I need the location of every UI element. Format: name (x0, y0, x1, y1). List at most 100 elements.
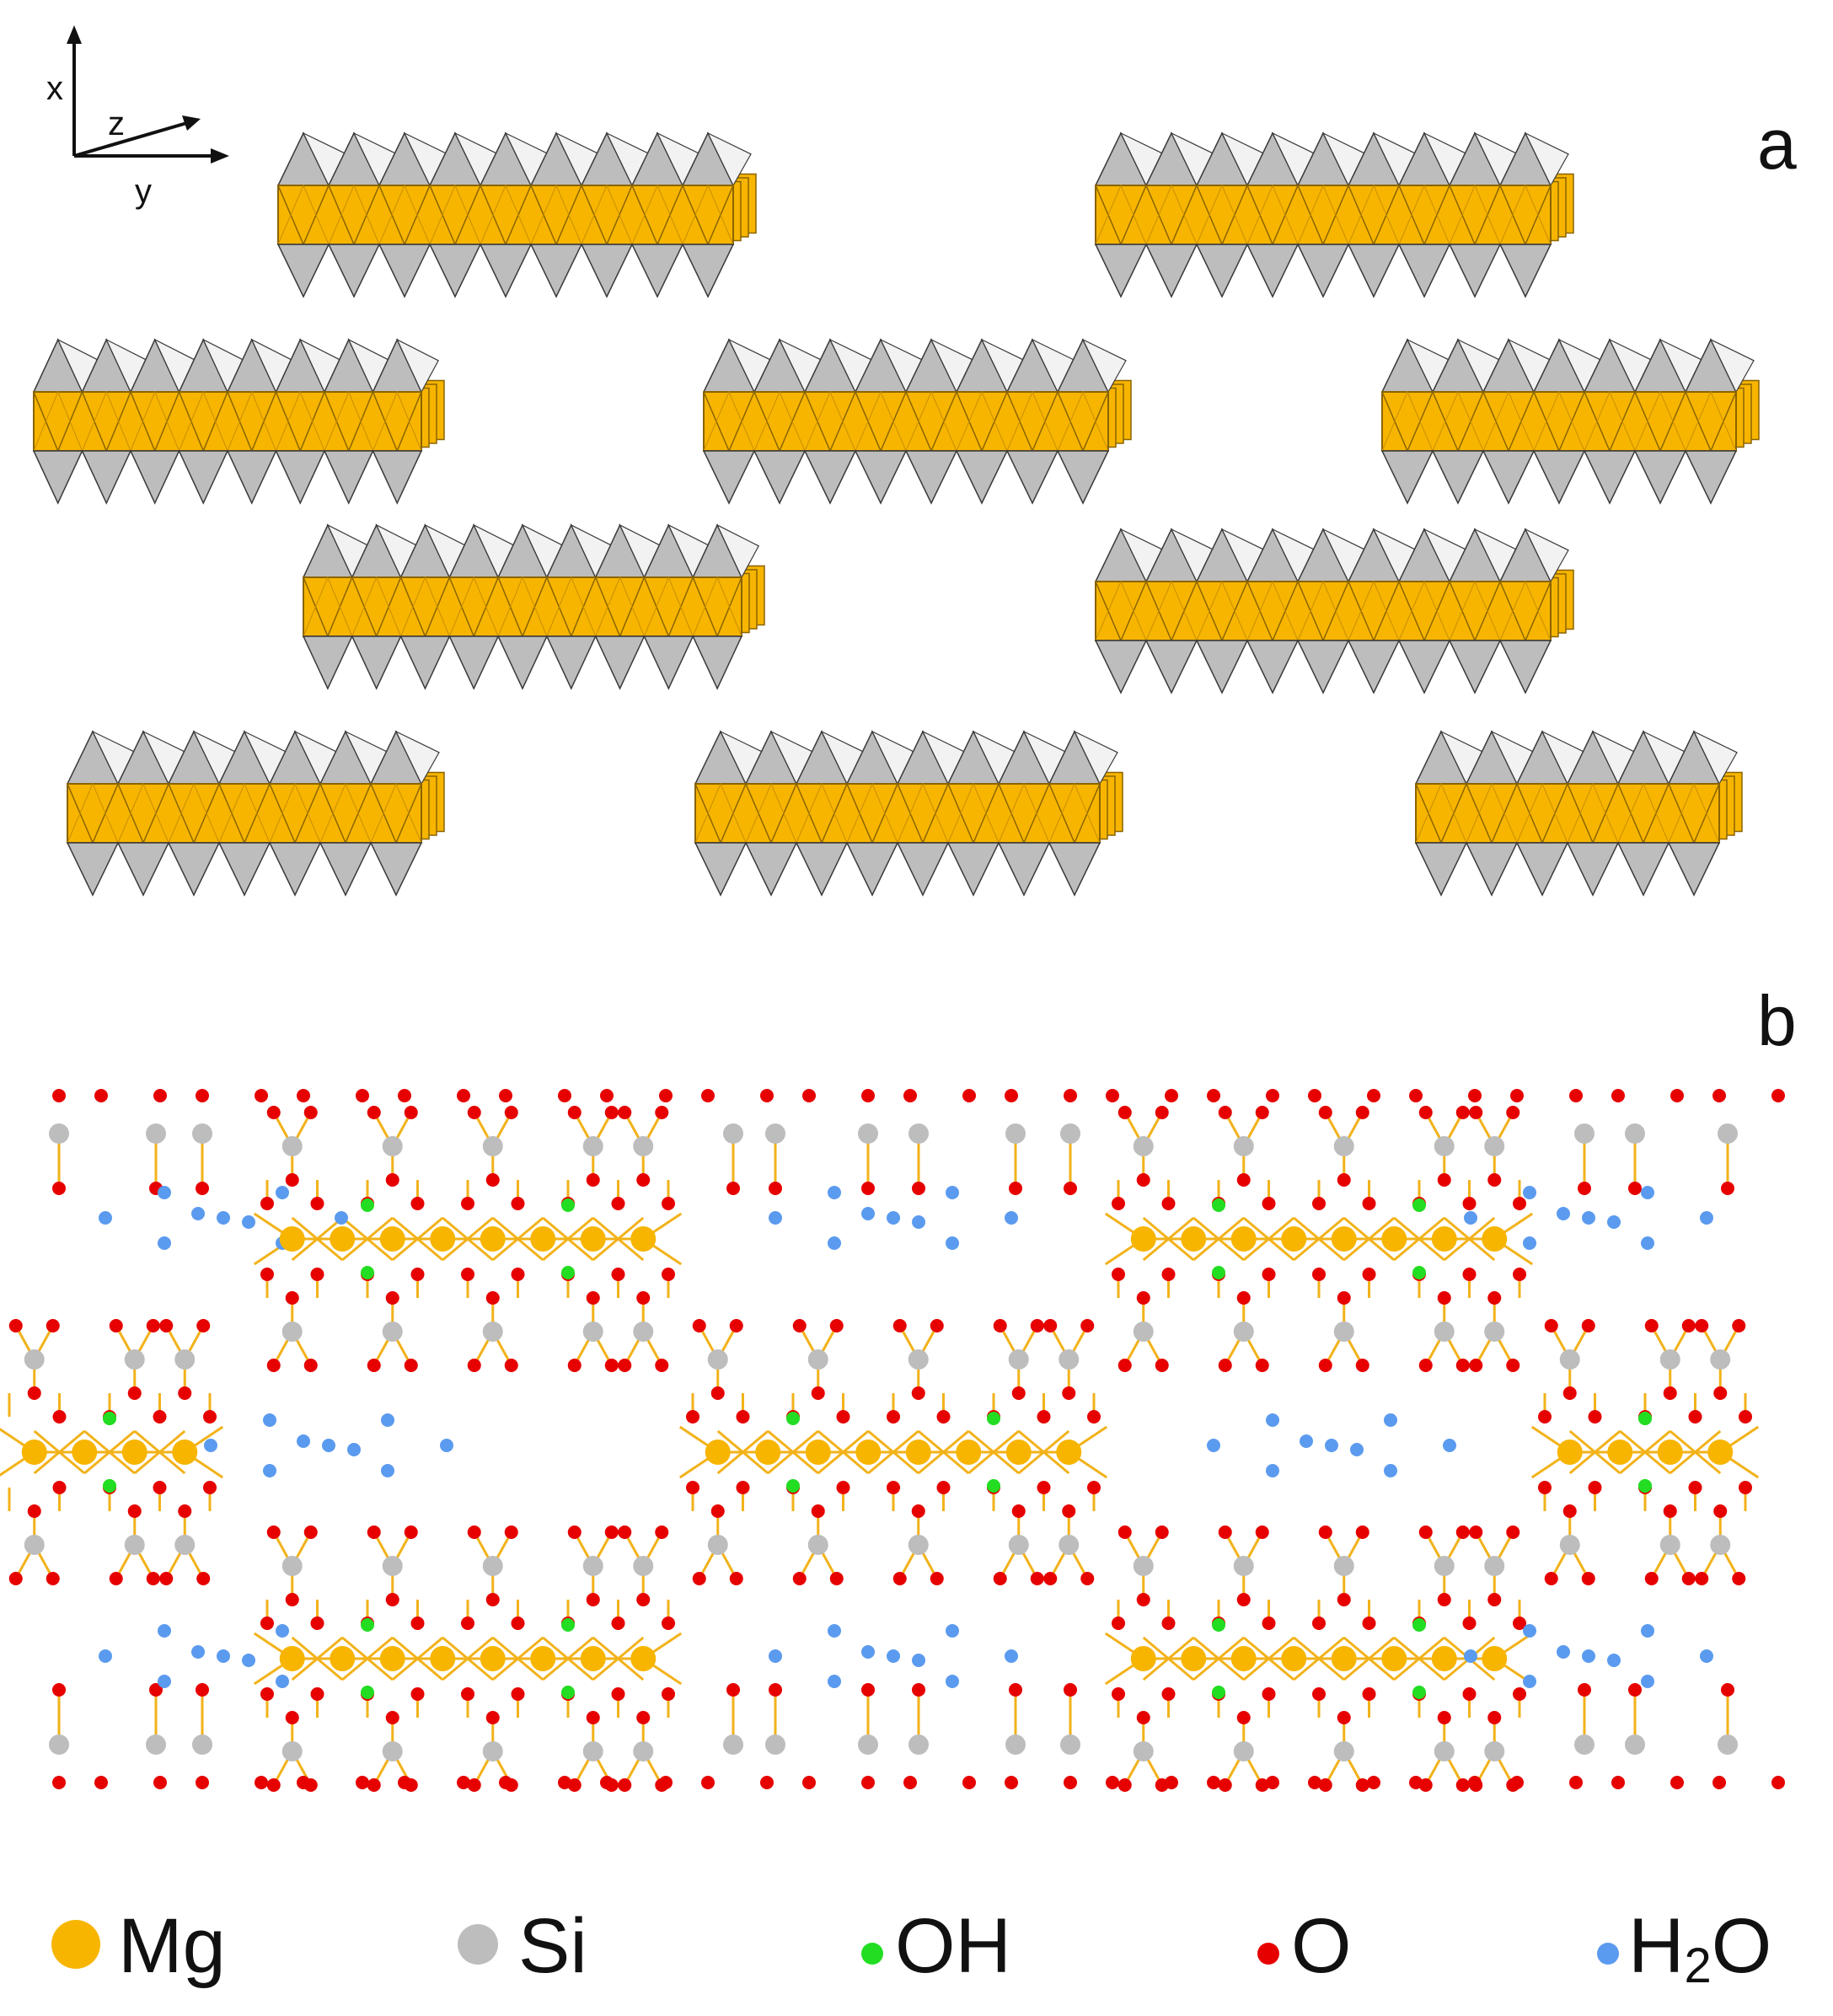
mg-octahedra-band (303, 576, 742, 637)
o-atom (1337, 1593, 1351, 1606)
mg-atom (1230, 1646, 1257, 1671)
si-atom (1659, 1535, 1680, 1555)
octahedron-edge (1145, 184, 1198, 245)
o-atom (1087, 1481, 1101, 1494)
si-atom (482, 1322, 503, 1342)
o-atom (1355, 1778, 1369, 1792)
o-atom (1418, 1106, 1433, 1119)
o-atom (1218, 1525, 1232, 1539)
h2o-atom (912, 1215, 925, 1229)
si-tetrahedron (854, 450, 908, 505)
octahedron-edge (1482, 390, 1535, 452)
o-atom (146, 1572, 160, 1585)
octahedron-edge (130, 390, 180, 452)
si-atom (1625, 1123, 1645, 1144)
o-atom (398, 1776, 411, 1789)
si-tetrahedron (997, 842, 1051, 897)
legend-item-h2o: H2O (1597, 1903, 1771, 1993)
si-atom (633, 1556, 654, 1576)
si-atom (382, 1556, 403, 1576)
o-atom (297, 1089, 310, 1102)
si-tetrahedron (178, 450, 229, 505)
mg-atom (430, 1226, 456, 1252)
legend-item-mg: Mg (51, 1903, 226, 1989)
mg-atom (379, 1646, 405, 1671)
o-atom (196, 1089, 209, 1102)
octahedron-edge (1057, 390, 1109, 452)
bond (1017, 1429, 1070, 1475)
si-atom (1333, 1741, 1354, 1761)
o-atom (1688, 1410, 1702, 1424)
o-atom (1161, 1268, 1176, 1281)
o-atom (46, 1319, 60, 1332)
o-atom (962, 1089, 976, 1102)
o-atom (1644, 1572, 1659, 1585)
bond (491, 1216, 544, 1262)
h2o-atom (887, 1211, 900, 1225)
o-atom (1437, 1593, 1451, 1606)
o-atom (1043, 1319, 1058, 1332)
axis-x-label: x (46, 70, 63, 107)
si-tetrahedron (545, 635, 597, 690)
o-atom (1355, 1106, 1369, 1119)
si-atom (908, 1123, 929, 1144)
si-tetrahedron (1414, 842, 1468, 897)
o-atom (310, 1617, 324, 1630)
o-atom (692, 1319, 706, 1332)
oh-atom (561, 1198, 575, 1212)
o-atom (1337, 1711, 1351, 1724)
si-tetrahedron (448, 635, 500, 690)
si-tetrahedron (1684, 450, 1738, 505)
octahedron-edge (319, 782, 372, 844)
h2o-atom (1384, 1464, 1397, 1477)
h2o-atom (946, 1186, 959, 1199)
octahedron-edge (328, 184, 380, 245)
si-tetrahedron (66, 842, 120, 897)
o-atom (1681, 1572, 1696, 1585)
bond (1443, 1216, 1496, 1262)
octahedron-edge (530, 184, 582, 245)
si-tetrahedron (351, 635, 402, 690)
si-tetrahedron (129, 450, 180, 505)
o-atom (1513, 1687, 1526, 1701)
o-atom (769, 1683, 782, 1697)
o-atom (1771, 1776, 1785, 1789)
o-atom (936, 1410, 951, 1424)
mg-atom (1482, 1226, 1508, 1252)
o-atom (792, 1572, 807, 1585)
legend-mg-text: Mg (118, 1903, 226, 1989)
h2o-atom (1266, 1464, 1279, 1477)
octahedron-edge (745, 782, 797, 844)
h2o-atom (1700, 1211, 1713, 1225)
o-atom (1262, 1617, 1276, 1630)
si-atom (908, 1349, 929, 1370)
si-tetrahedron-face (1692, 730, 1738, 785)
bond (542, 1216, 594, 1262)
mg-atom (279, 1646, 305, 1671)
octahedron-edge (703, 390, 755, 452)
o-atom (1510, 1089, 1524, 1102)
si-tetrahedron (1246, 244, 1300, 298)
bond (391, 1216, 444, 1262)
si-atom (1233, 1322, 1254, 1342)
si-tetrahedron (753, 450, 807, 505)
si-atom (1233, 1741, 1254, 1761)
mg-atom (480, 1226, 506, 1252)
h2o-atom (242, 1654, 255, 1667)
bond (542, 1636, 594, 1681)
octahedron-edge (378, 184, 431, 245)
o-atom (260, 1687, 274, 1701)
octahedron-edge (643, 576, 694, 637)
o-atom (861, 1683, 875, 1697)
o-atom (586, 1711, 600, 1724)
si-atom (1718, 1735, 1738, 1755)
si-atom (765, 1735, 785, 1755)
legend-h2o-tail: O (1712, 1903, 1772, 1989)
oh-atom (361, 1618, 374, 1632)
si-tetrahedron (1667, 842, 1721, 897)
o-atom (604, 1106, 619, 1119)
octahedron-edge (497, 576, 548, 637)
o-atom (1663, 1386, 1677, 1400)
o-atom (52, 1481, 67, 1494)
o-atom (662, 1197, 675, 1210)
